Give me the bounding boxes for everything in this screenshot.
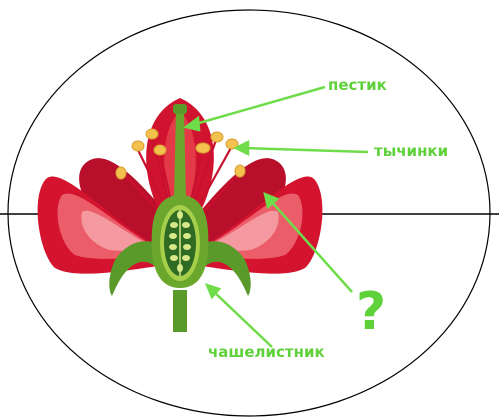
pistil-label: пестик [328, 76, 387, 94]
stem [173, 290, 187, 332]
stamens-label: тычинки [374, 142, 448, 160]
pistil-style [174, 110, 186, 200]
sepal-label: чашелистник [208, 343, 325, 361]
question-mark-label: ? [356, 286, 386, 338]
